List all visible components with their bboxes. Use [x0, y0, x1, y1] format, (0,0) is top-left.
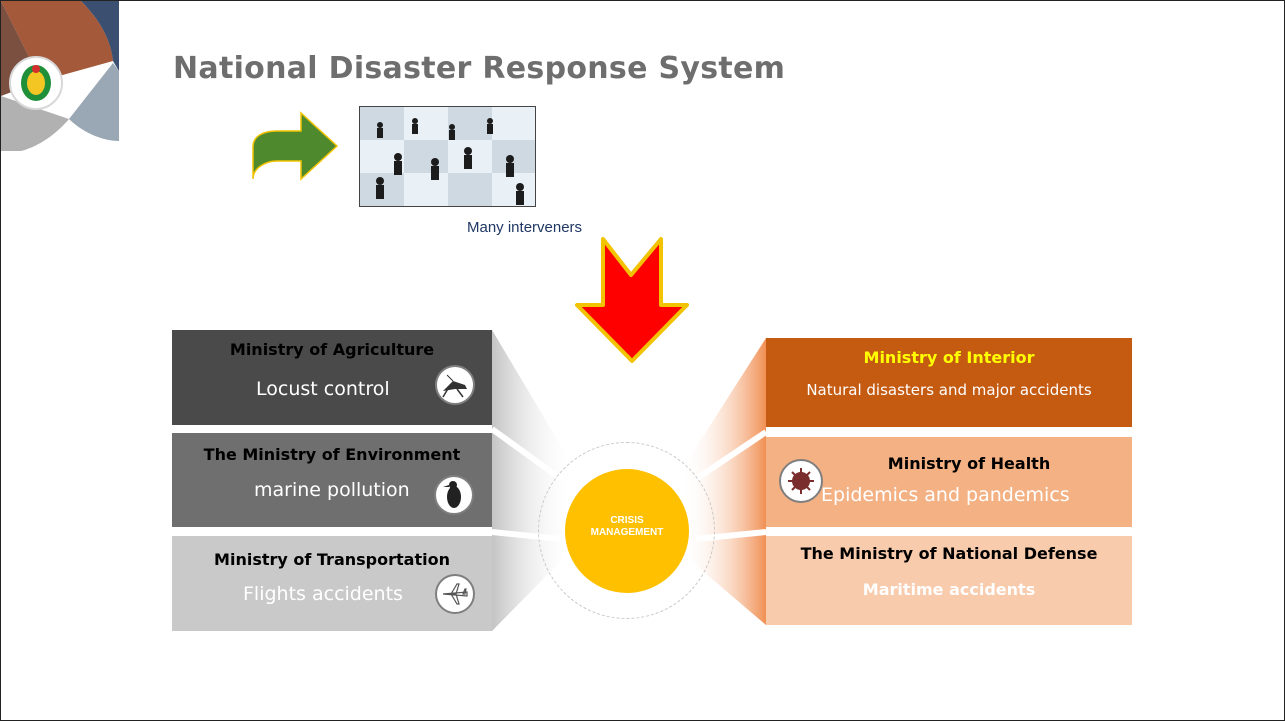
center-label-line1: CRISIS — [610, 515, 644, 526]
ministry-logo — [1, 1, 119, 151]
box-title: Ministry of Transportation — [214, 550, 450, 569]
business-people-puzzle-image — [360, 107, 535, 206]
ministry-health-box: Ministry of Health Epidemics and pandemi… — [766, 437, 1132, 527]
ministry-transportation-box: Ministry of Transportation Flights accid… — [172, 536, 492, 631]
ministry-interior-box: Ministry of Interior Natural disasters a… — [766, 338, 1132, 427]
box-title: Ministry of Health — [887, 454, 1051, 473]
center-label-line2: MANAGEMENT — [590, 527, 664, 538]
box-title: Ministry of Interior — [863, 348, 1035, 367]
photo-caption: Many interveners — [467, 219, 583, 236]
virus-icon — [779, 459, 823, 503]
box-subtitle: Maritime accidents — [862, 580, 1036, 599]
grasshopper-icon — [435, 365, 475, 405]
crisis-management-label: CRISIS MANAGEMENT — [565, 515, 689, 539]
green-arrow-icon — [252, 111, 339, 181]
box-subtitle: Epidemics and pandemics — [821, 484, 1070, 506]
bird-icon — [434, 475, 474, 515]
crisis-management-circle — [565, 469, 689, 593]
separator-left-1 — [490, 426, 563, 482]
box-subtitle: Natural disasters and major accidents — [806, 381, 1092, 399]
ministry-agriculture-box: Ministry of Agriculture Locust control — [172, 330, 492, 425]
ministry-environment-box: The Ministry of Environment marine pollu… — [172, 433, 492, 527]
box-title: The Ministry of National Defense — [800, 544, 1098, 563]
ministry-defense-box: The Ministry of National Defense Maritim… — [766, 536, 1132, 625]
box-title: Ministry of Agriculture — [229, 340, 435, 359]
page-title: National Disaster Response System — [173, 51, 786, 86]
separator-right-1 — [694, 429, 768, 482]
box-subtitle: Flights accidents — [243, 583, 403, 605]
box-subtitle: Locust control — [256, 378, 390, 400]
box-subtitle: marine pollution — [254, 479, 410, 501]
interveners-photo — [359, 106, 536, 207]
airplane-icon — [435, 574, 475, 614]
box-title: The Ministry of Environment — [203, 445, 461, 464]
center-ring — [538, 442, 715, 619]
red-down-arrow-icon — [575, 237, 689, 363]
